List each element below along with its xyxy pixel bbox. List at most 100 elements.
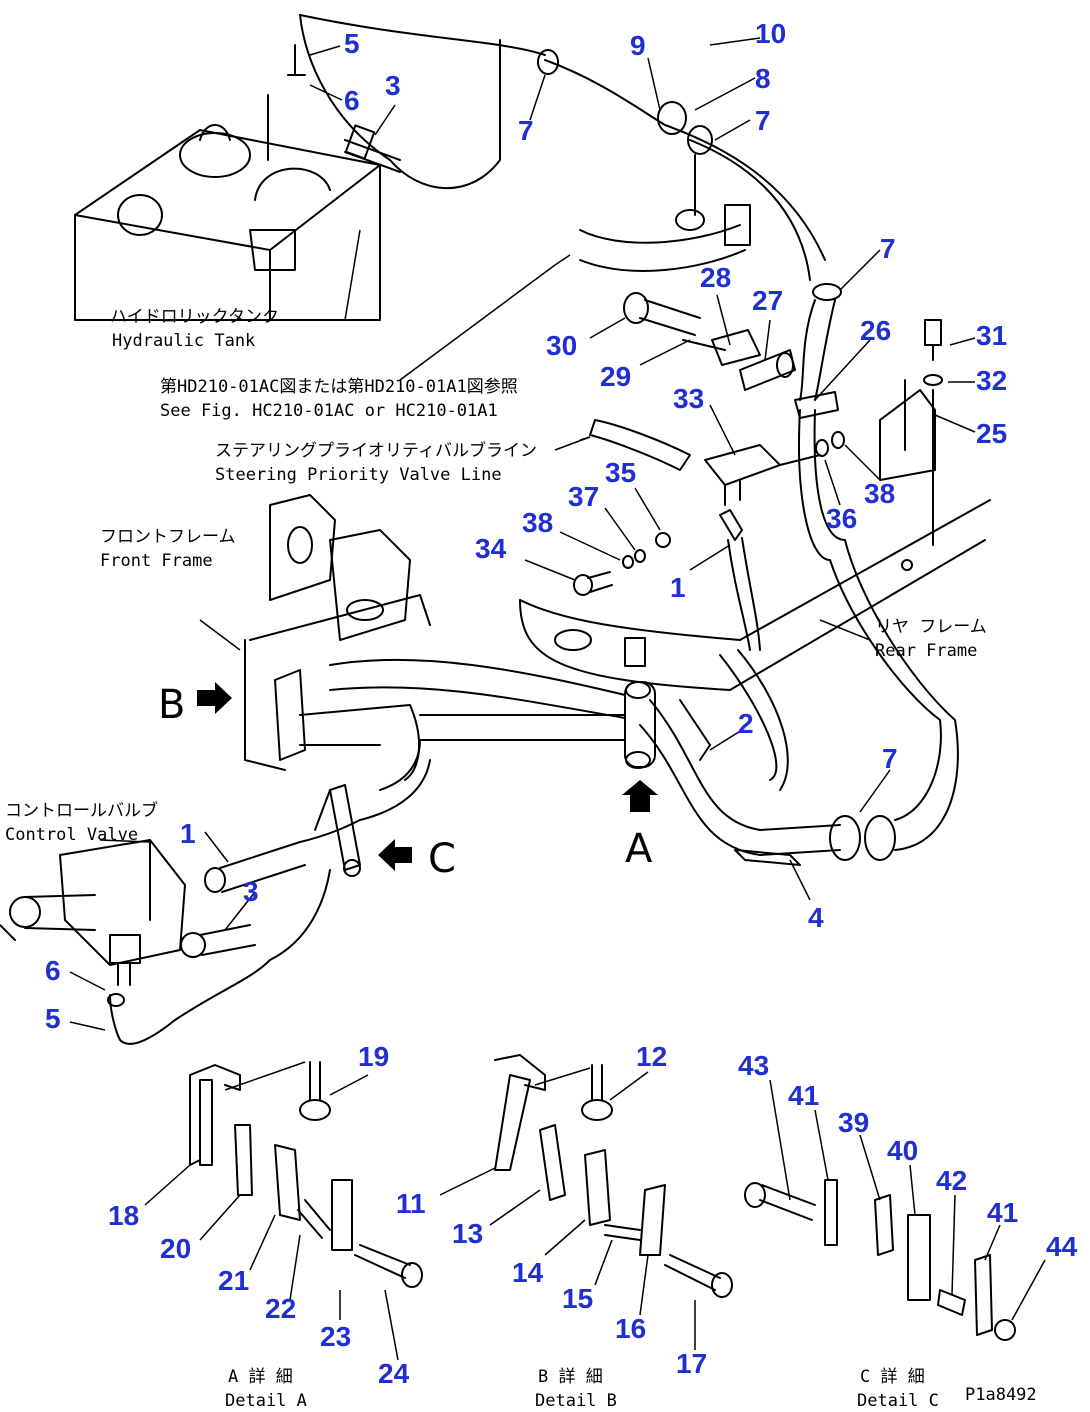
callout: 8 <box>755 63 771 94</box>
callout: 18 <box>108 1200 139 1231</box>
callout: 2 <box>738 708 754 739</box>
caption-rear-frame-jp: リヤ フレーム <box>875 617 987 637</box>
clamp-parts-27-30 <box>623 292 839 419</box>
arrow-up-icon <box>622 780 658 812</box>
callout: 23 <box>320 1321 351 1352</box>
caption-front-frame: Front Frame <box>100 551 213 571</box>
callout: 33 <box>673 383 704 414</box>
front-frame <box>244 494 431 781</box>
callout: 28 <box>700 262 731 293</box>
callout: 38 <box>522 507 553 538</box>
callout: 3 <box>243 876 259 907</box>
hose-1-vertical <box>719 509 761 651</box>
caption-detail-b-jp: B 詳 細 <box>538 1367 603 1387</box>
callout: 6 <box>344 85 360 116</box>
callout: 7 <box>880 233 896 264</box>
callout: 20 <box>160 1233 191 1264</box>
caption-hydraulic-tank: Hydraulic Tank <box>112 331 255 351</box>
caption-steering-jp: ステアリングプライオリティバルブライン <box>215 440 537 461</box>
callout: 7 <box>755 105 771 136</box>
callout: 13 <box>452 1218 483 1249</box>
callout: 34 <box>475 533 507 564</box>
caption-front-frame-jp: フロントフレーム <box>100 527 236 547</box>
callout: 31 <box>976 320 1007 351</box>
upper-hose-route <box>537 49 842 401</box>
callout: 5 <box>344 28 360 59</box>
caption-detail-a-jp: A 詳 細 <box>228 1367 293 1387</box>
callout: 39 <box>838 1107 869 1138</box>
control-valve <box>0 839 271 1045</box>
callout-leaders <box>69 37 1046 1361</box>
callout: 30 <box>546 330 577 361</box>
callout: 4 <box>808 902 824 933</box>
callout: 43 <box>738 1050 769 1081</box>
callout: 22 <box>265 1293 296 1324</box>
drawing-number: P1a8492 <box>965 1385 1037 1405</box>
callout: 24 <box>378 1358 410 1389</box>
callout: 40 <box>887 1135 918 1166</box>
callout: 29 <box>600 361 631 392</box>
main-piping <box>329 409 959 866</box>
lower-hoses <box>180 739 431 961</box>
callout: 19 <box>358 1041 389 1072</box>
callout: 37 <box>568 481 599 512</box>
callout: 35 <box>605 457 636 488</box>
callout: 41 <box>987 1197 1018 1228</box>
callout: 38 <box>864 478 895 509</box>
caption-rear-frame: Rear Frame <box>875 641 977 661</box>
callout: 11 <box>396 1188 426 1219</box>
callout: 41 <box>788 1080 819 1111</box>
callout: 3 <box>385 70 401 101</box>
detail-c-parts <box>744 1179 1016 1341</box>
captions: ハイドロリックタンク Hydraulic Tank 第HD210-01AC図また… <box>5 307 1037 1411</box>
callout: 17 <box>676 1348 707 1379</box>
callout: 1 <box>180 818 196 849</box>
caption-detail-c: Detail C <box>857 1391 939 1411</box>
caption-control-valve: Control Valve <box>5 825 138 845</box>
caption-hydraulic-tank-jp: ハイドロリックタンク <box>110 307 279 327</box>
callout: 7 <box>882 743 898 774</box>
callout: 42 <box>936 1165 967 1196</box>
callout: 21 <box>218 1265 249 1296</box>
arrow-left-icon <box>378 839 412 871</box>
detail-a-parts <box>189 1061 423 1288</box>
view-arrows <box>197 682 658 871</box>
view-letter-a: A <box>625 826 653 872</box>
callout: 6 <box>45 955 61 986</box>
callout: 10 <box>755 18 786 49</box>
callout: 7 <box>518 115 534 146</box>
hydraulic-tank <box>74 14 546 321</box>
caption-detail-b: Detail B <box>535 1391 617 1411</box>
caption-detail-c-jp: C 詳 細 <box>860 1367 925 1387</box>
callout: 27 <box>752 285 783 316</box>
caption-steering: Steering Priority Valve Line <box>215 465 502 485</box>
callout: 25 <box>976 418 1007 449</box>
fastener-stack <box>573 532 671 596</box>
tank-pipe-3 <box>287 44 401 173</box>
callout: 44 <box>1046 1231 1078 1262</box>
callout: 36 <box>826 503 857 534</box>
callout-numbers: 5 6 3 7 9 10 8 7 7 28 27 30 29 26 31 32 … <box>45 18 1078 1389</box>
callout: 26 <box>860 315 891 346</box>
detail-b-parts <box>494 1054 733 1298</box>
caption-see-fig-jp: 第HD210-01AC図または第HD210-01A1図参照 <box>160 377 518 397</box>
view-letter-b: B <box>158 682 185 728</box>
rear-frame <box>519 499 991 691</box>
callout: 5 <box>45 1003 61 1034</box>
callout: 9 <box>630 30 646 61</box>
arrow-right-icon <box>197 682 232 714</box>
callout: 14 <box>512 1257 544 1288</box>
view-letters: B C A <box>158 682 653 882</box>
callout: 32 <box>976 365 1007 396</box>
caption-see-fig: See Fig. HC210-01AC or HC210-01A1 <box>160 401 498 421</box>
caption-detail-a: Detail A <box>225 1391 307 1411</box>
callout: 15 <box>562 1283 593 1314</box>
view-letter-c: C <box>428 836 456 882</box>
caption-leaders <box>99 229 871 843</box>
callout: 12 <box>636 1041 667 1072</box>
caption-control-valve-jp: コントロールバルブ <box>5 800 158 821</box>
callout: 1 <box>670 572 686 603</box>
bracket-25 <box>815 319 943 546</box>
callout: 16 <box>615 1313 646 1344</box>
